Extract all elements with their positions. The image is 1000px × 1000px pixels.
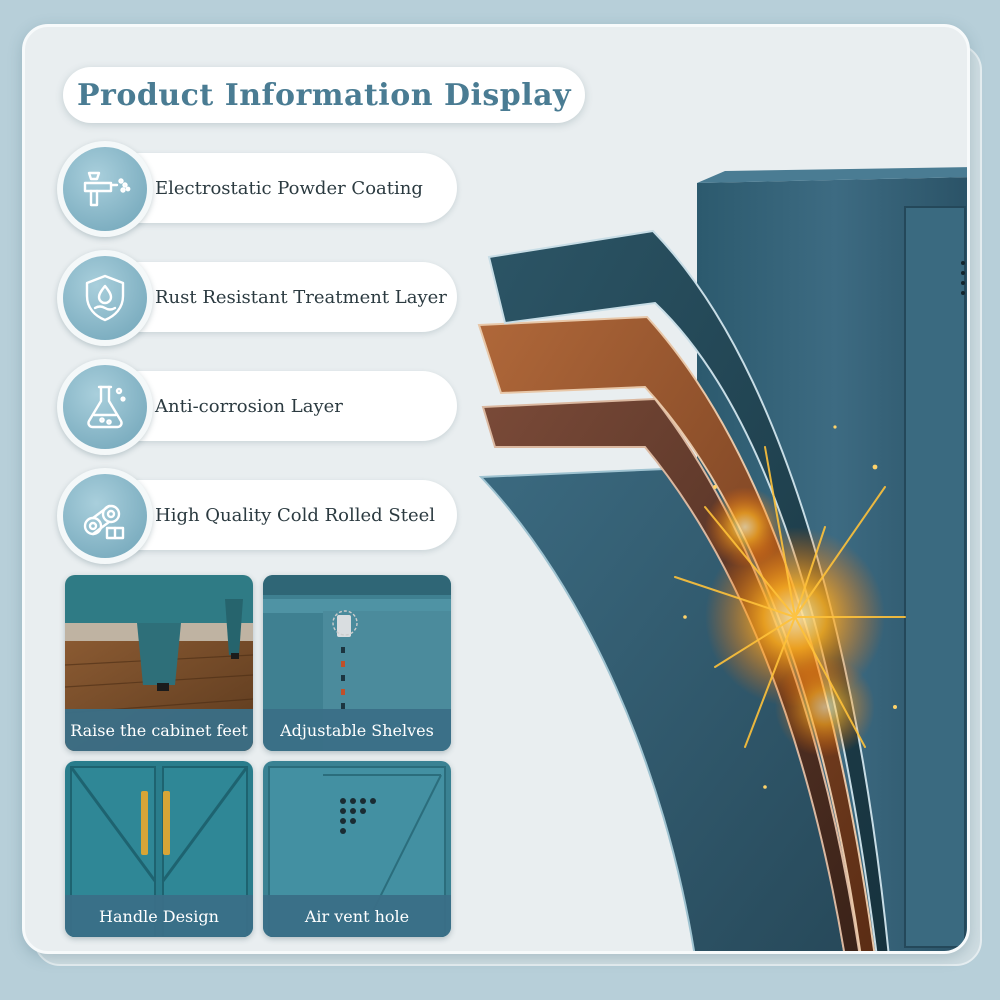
tile-cabinet-feet: Raise the cabinet feet [65,575,253,751]
tile-caption: Adjustable Shelves [263,709,451,751]
layer-illustration [477,167,967,951]
feature-icon-badge [57,468,153,564]
feature-label: High Quality Cold Rolled Steel [105,480,457,550]
spray-gun-icon [83,171,131,207]
feature-label: Rust Resistant Treatment Layer [105,262,457,332]
tile-caption: Air vent hole [263,895,451,937]
tile-caption: Handle Design [65,895,253,937]
feature-label: Electrostatic Powder Coating [105,153,457,223]
tile-handle-design: Handle Design [65,761,253,937]
feature-item-coating: Electrostatic Powder Coating [57,141,457,237]
flask-icon [87,385,126,429]
product-card: Product Information Display Electrostati… [22,24,970,954]
feature-label: Anti-corrosion Layer [105,371,457,441]
feature-icon-badge [57,359,153,455]
steel-rolls-icon [83,504,125,540]
tile-caption: Raise the cabinet feet [65,709,253,751]
feature-item-rust: Rust Resistant Treatment Layer [57,250,457,346]
title-banner: Product Information Display [63,67,585,123]
feature-icon-badge [57,250,153,346]
feature-item-steel: High Quality Cold Rolled Steel [57,468,457,564]
tile-air-vent: Air vent hole [263,761,451,937]
tile-adjustable-shelves: Adjustable Shelves [263,575,451,751]
feature-icon-badge [57,141,153,237]
sparks-effect [674,425,906,789]
shield-water-icon [85,274,125,322]
page-title: Product Information Display [76,77,572,113]
feature-item-anticorrosion: Anti-corrosion Layer [57,359,457,455]
